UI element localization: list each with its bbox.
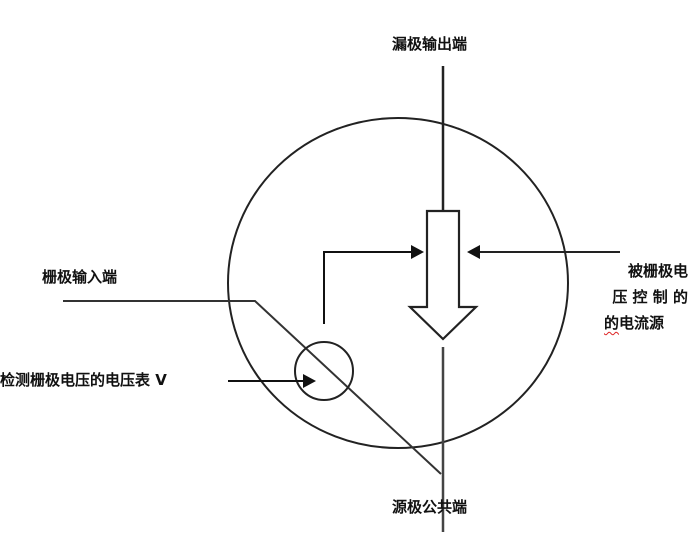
label-source-common: 源极公共端	[392, 498, 468, 516]
arrowhead-left-icon	[411, 245, 424, 259]
spellcheck-word: 的	[604, 314, 620, 332]
label-gate-input: 栅极输入端	[42, 268, 118, 286]
gate-control-connector	[323, 251, 414, 324]
current-source-arrow	[407, 209, 479, 341]
voltmeter-circle	[294, 341, 354, 401]
label-current-source: 被栅极电 压 控 制 的 的电流源	[604, 258, 688, 336]
label-current-source-line1: 被栅极电	[627, 262, 688, 280]
label-current-source-line3-rest: 电流源	[619, 314, 665, 332]
label-current-source-line2: 压 控 制 的	[612, 288, 688, 306]
label-gate-voltmeter: 检测栅极电压的电压表 V	[0, 371, 167, 389]
arrowhead-right-icon	[467, 245, 480, 259]
label-drain-output: 漏极输出端	[392, 35, 468, 53]
outer-circle	[227, 117, 569, 449]
label-current-source-line3: 的电流源	[604, 310, 688, 336]
arrowhead-voltmeter-icon	[303, 374, 316, 388]
gate-lead	[63, 300, 442, 475]
